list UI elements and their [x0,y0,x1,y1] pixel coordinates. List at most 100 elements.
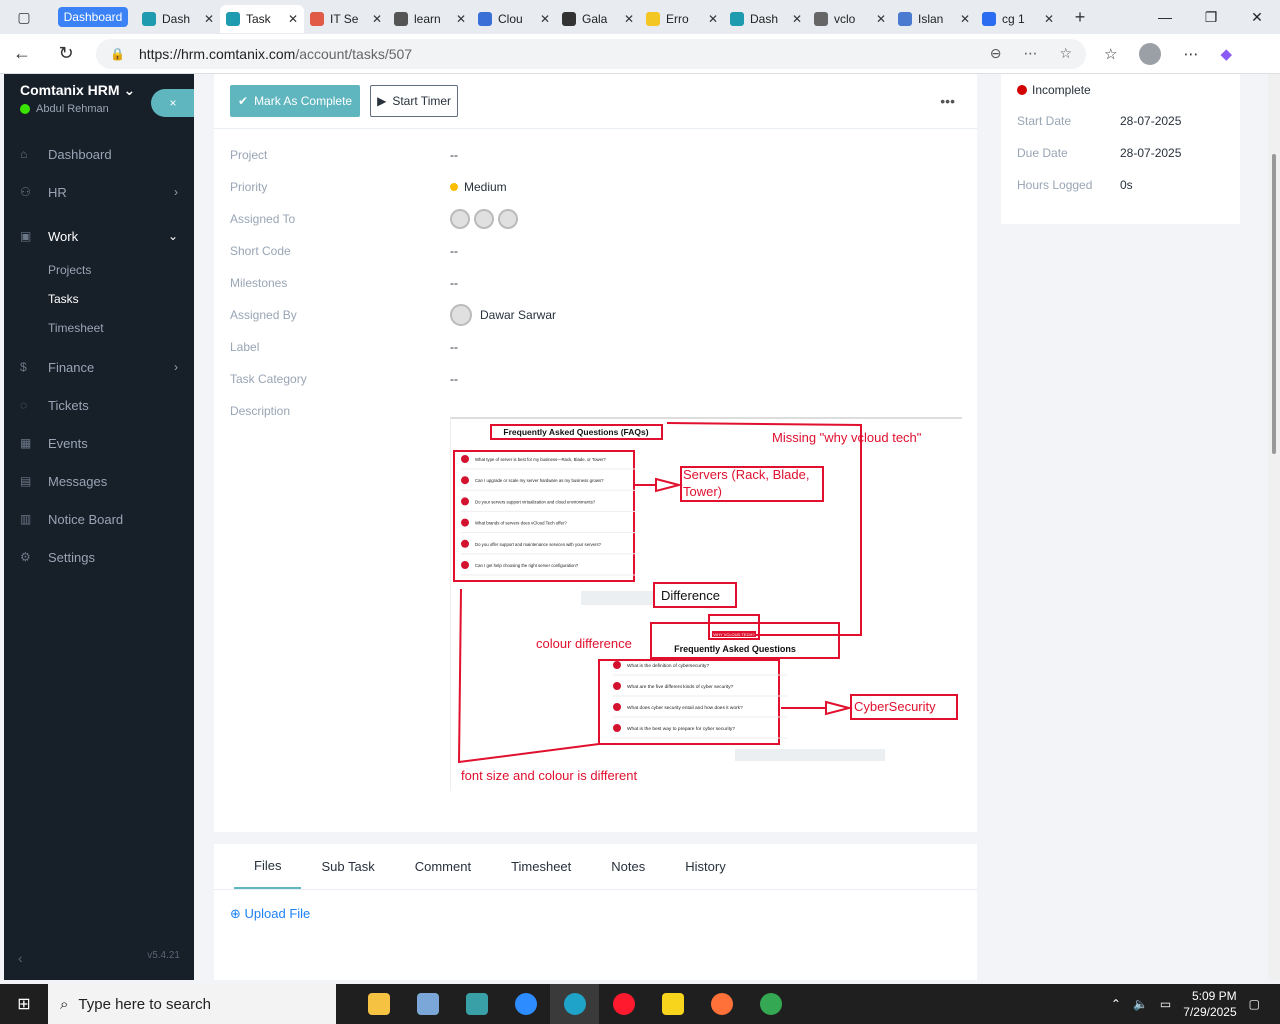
sidebar-item-events[interactable]: ▦Events [4,424,194,462]
notifications-icon[interactable]: ▢ [1248,997,1260,1011]
chrome-icon[interactable] [746,984,795,1024]
status-row-label: Due Date [1017,146,1068,160]
new-tab-button[interactable]: + [1074,6,1086,27]
zoom-icon[interactable]: ⊖ [989,45,1002,61]
close-tab-icon[interactable]: ✕ [203,12,214,26]
opera-icon[interactable] [599,984,648,1024]
close-tab-icon[interactable]: ✕ [539,12,550,26]
url-path: /account/tasks/507 [295,45,413,62]
close-tab-icon[interactable]: ✕ [287,12,298,26]
close-tab-icon[interactable]: ✕ [1043,12,1054,26]
sidebar-subitem-timesheet[interactable]: Timesheet [48,320,104,335]
start-timer-button[interactable]: ▶Start Timer [370,85,459,117]
status-row-value: 0s [1120,178,1133,192]
tray-chevron-up-icon[interactable]: ⌃ [1110,997,1121,1011]
sidebar-item-finance[interactable]: $Finance› [4,348,194,386]
avatar[interactable] [498,209,518,229]
tab-files[interactable]: Files [234,844,302,889]
lock-icon[interactable]: 🔒 [110,46,125,61]
upload-file-link[interactable]: ⊕ Upload File [230,906,311,921]
browser-tab[interactable]: Clou✕ [472,5,556,33]
avatar[interactable] [450,209,470,229]
minimize-button[interactable]: — [1158,8,1172,25]
browser-tab[interactable]: Dash✕ [724,5,808,33]
refresh-icon[interactable]: ↻ [58,43,74,63]
close-window-button[interactable]: ✕ [1251,8,1263,25]
system-clock[interactable]: 5:09 PM 7/29/2025 [1183,989,1237,1019]
close-tab-icon[interactable]: ✕ [455,12,466,26]
tab-actions-icon[interactable]: ▢ [17,8,31,25]
sticky-notes-icon[interactable] [648,984,697,1024]
close-tab-icon[interactable]: ✕ [791,12,802,26]
firefox-icon[interactable] [697,984,746,1024]
tab-timesheet[interactable]: Timesheet [511,859,572,874]
network-icon[interactable]: ▭ [1159,997,1172,1011]
windows-start-icon[interactable]: ⊞ [17,996,31,1013]
browser-tab[interactable]: cg 1✕ [976,5,1060,33]
sidebar-item-work[interactable]: ▣Work⌄ [4,217,194,255]
browser-tab[interactable]: IT Se✕ [304,5,388,33]
briefcase-icon: ▣ [20,229,32,243]
taskbar-search[interactable]: ⌕Type here to search [48,984,336,1024]
settings-menu-icon[interactable]: ⋯ [1183,45,1199,63]
sidebar-item-notice-board[interactable]: ▥Notice Board [4,500,194,538]
close-sidebar-button[interactable]: × [151,89,195,117]
browser-tab[interactable]: Task✕ [220,5,304,33]
collapse-sidebar-icon[interactable]: ‹ [18,950,23,966]
tab-sub-task[interactable]: Sub Task [321,859,375,874]
close-tab-icon[interactable]: ✕ [371,12,382,26]
faq-bullet-icon [461,476,469,485]
profile-avatar[interactable] [1139,42,1162,65]
avatar[interactable] [450,304,472,326]
close-tab-icon[interactable]: ✕ [875,12,886,26]
brand[interactable]: Comtanix HRM ⌄ Abdul Rehman [4,74,194,115]
file-explorer-icon[interactable] [354,984,403,1024]
field-value: -- [450,372,458,386]
back-icon[interactable]: ← [13,43,31,63]
avatar[interactable] [474,209,494,229]
sidebar-subitem-tasks[interactable]: Tasks [48,291,79,306]
zoom-app-icon[interactable] [501,984,550,1024]
more-tools-icon[interactable]: ⋯ [1023,45,1038,61]
sidebar-item-hr[interactable]: ⚇HR› [4,173,194,211]
tab-notes[interactable]: Notes [611,859,646,874]
paint-icon[interactable] [403,984,452,1024]
edge-icon[interactable] [550,984,599,1024]
browser-tab[interactable]: Islan✕ [892,5,976,33]
sidebar-subitem-projects[interactable]: Projects [48,262,92,277]
copilot-icon[interactable]: ◆ [1220,45,1232,63]
sidebar-item-settings[interactable]: ⚙Settings [4,538,194,576]
url-field[interactable]: 🔒 https://hrm.comtanix.com/account/tasks… [96,38,1086,69]
tab-comment[interactable]: Comment [414,859,472,874]
close-tab-icon[interactable]: ✕ [623,12,634,26]
app-diamond-icon[interactable] [452,984,501,1024]
browser-tab[interactable]: Erro✕ [640,5,724,33]
favorites-icon[interactable]: ☆ [1104,45,1118,63]
mark-complete-button[interactable]: ✔Mark As Complete [230,85,361,117]
volume-icon[interactable]: 🔈 [1132,997,1148,1011]
chevron-right-icon: › [174,185,178,199]
browser-tab-bar: ▢ Dashboard Dash✕Task✕IT Se✕learn✕Clou✕G… [0,0,1280,34]
sidebar-item-tickets[interactable]: ◌Tickets [4,386,194,424]
tab-group-dashboard[interactable]: Dashboard [58,7,128,27]
browser-tab[interactable]: Dash✕ [136,5,220,33]
close-tab-icon[interactable]: ✕ [959,12,970,26]
browser-tab[interactable]: vclo✕ [808,5,892,33]
favorite-star-icon[interactable]: ☆ [1059,45,1072,61]
sidebar-item-dashboard[interactable]: ⌂Dashboard [4,135,194,173]
tab-favicon-icon [898,12,912,26]
headset-icon: ◌ [20,398,28,412]
browser-tab[interactable]: learn✕ [388,5,472,33]
close-tab-icon[interactable]: ✕ [707,12,718,26]
scrollbar-thumb[interactable] [1272,154,1276,454]
maximize-button[interactable]: ❐ [1204,8,1218,25]
sidebar-item-messages[interactable]: ▤Messages [4,462,194,500]
tab-history[interactable]: History [685,859,726,874]
task-details-card: ✔Mark As Complete ▶Start Timer ••• Proje… [214,74,977,832]
page-scrollbar[interactable] [1268,74,1280,980]
more-options-icon[interactable]: ••• [940,93,955,109]
faq-question: What is the definition of cybersecurity? [627,663,709,669]
browser-tab[interactable]: Gala✕ [556,5,640,33]
